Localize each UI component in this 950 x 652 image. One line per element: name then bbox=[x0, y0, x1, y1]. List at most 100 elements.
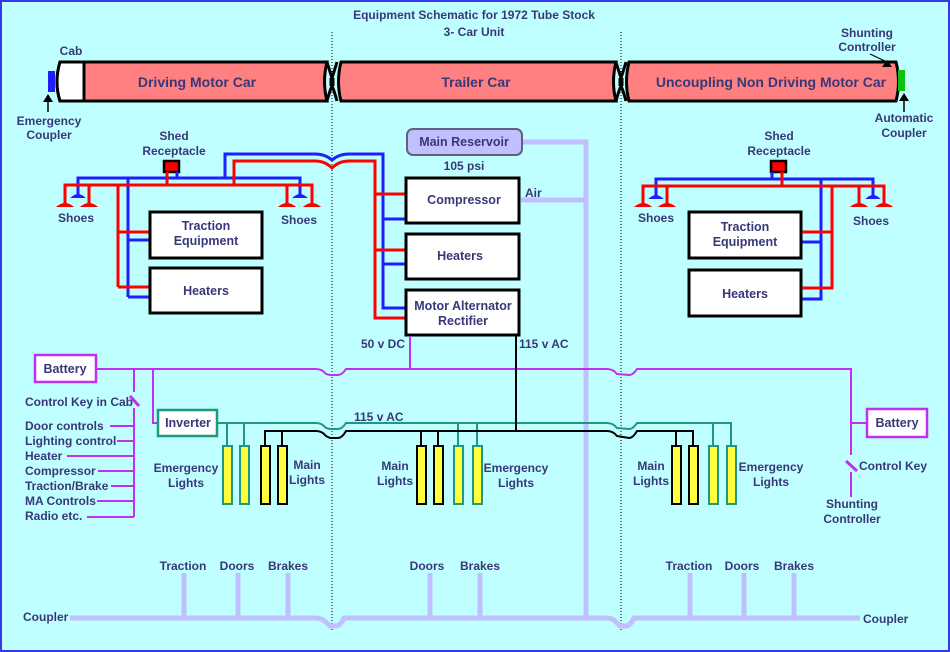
main-lighting-bus bbox=[264, 336, 694, 446]
main-lamp bbox=[277, 445, 288, 505]
air-tap-label: Doors bbox=[725, 559, 760, 573]
control-item: Door controls bbox=[25, 419, 104, 433]
motor-alternator-rectifier[interactable]: Motor Alternator Rectifier bbox=[404, 288, 521, 337]
shoe-icons-left bbox=[55, 194, 322, 207]
main-reservoir-label: Main Reservoir bbox=[419, 135, 509, 149]
cab bbox=[55, 60, 86, 103]
air-train-line bbox=[70, 573, 860, 629]
battery-left[interactable]: Battery bbox=[33, 353, 98, 384]
traction-equipment-left[interactable]: Traction Equipment bbox=[148, 210, 264, 260]
control-item: MA Controls bbox=[25, 494, 96, 508]
air-tap-label: Brakes bbox=[774, 559, 814, 573]
inverter[interactable]: Inverter bbox=[156, 408, 219, 438]
shoes-right-b-label: Shoes bbox=[853, 214, 889, 228]
air-tap-label: Traction bbox=[160, 559, 207, 573]
compressor[interactable]: Compressor bbox=[404, 176, 521, 225]
shoe-icons-right bbox=[633, 195, 894, 207]
shunting-controller-top-label-1: Shunting bbox=[841, 26, 893, 40]
battery-right-label: Battery bbox=[875, 416, 918, 430]
car-name-uncoupling: Uncoupling Non Driving Motor Car bbox=[656, 74, 887, 90]
ac-voltage-label-top: 115 v AC bbox=[519, 337, 569, 351]
main-lamp bbox=[433, 445, 444, 505]
train-cars: Driving Motor Car Trailer Car Uncoupling… bbox=[55, 60, 900, 103]
coupler-left-label: Coupler bbox=[23, 610, 69, 624]
air-pipe-main bbox=[521, 139, 589, 620]
emergency-coupler[interactable] bbox=[48, 71, 55, 92]
emergency-lights-right-label-2: Lights bbox=[753, 475, 789, 489]
air-tap-label: Traction bbox=[666, 559, 713, 573]
heaters-right[interactable]: Heaters bbox=[687, 268, 803, 318]
emergency-lights-mid-label-2: Lights bbox=[498, 476, 534, 490]
main-reservoir[interactable]: Main Reservoir bbox=[406, 128, 523, 156]
control-key-cab-label: Control Key in Cab bbox=[25, 395, 133, 409]
shed-receptacle-right-label-2: Receptacle bbox=[747, 144, 811, 158]
air-tap-label: Doors bbox=[410, 559, 445, 573]
emergency-lights-left-label-2: Lights bbox=[168, 476, 204, 490]
main-lights-right-label-1: Main bbox=[637, 459, 664, 473]
mar-label-2: Rectifier bbox=[438, 314, 488, 328]
heaters-trailer[interactable]: Heaters bbox=[404, 232, 521, 281]
control-item: Radio etc. bbox=[25, 509, 82, 523]
traction-equipment-right-label-2: Equipment bbox=[713, 235, 778, 249]
control-item: Lighting control bbox=[25, 434, 116, 448]
uncoupling-non-driving-motor-car[interactable]: Uncoupling Non Driving Motor Car bbox=[625, 60, 900, 103]
air-label: Air bbox=[525, 186, 542, 200]
shoes-left-a-label: Shoes bbox=[58, 211, 94, 225]
air-tap-label: Brakes bbox=[460, 559, 500, 573]
emergency-lamp bbox=[726, 445, 737, 505]
main-lights-mid-label-1: Main bbox=[381, 459, 408, 473]
main-lamp bbox=[260, 445, 271, 505]
air-tap-label: Doors bbox=[220, 559, 255, 573]
battery-right[interactable]: Battery bbox=[865, 407, 929, 439]
automatic-coupler-label-1: Automatic bbox=[875, 111, 934, 125]
shoes-right-a-label: Shoes bbox=[638, 211, 674, 225]
battery-left-label: Battery bbox=[43, 362, 86, 376]
dc-voltage-label: 50 v DC bbox=[361, 337, 405, 351]
mar-label-1: Motor Alternator bbox=[414, 299, 512, 313]
emergency-lamp bbox=[222, 445, 233, 505]
main-lamp bbox=[671, 445, 682, 505]
ac-voltage-label-bus: 115 v AC bbox=[354, 410, 404, 424]
main-lights-right-label-2: Lights bbox=[633, 474, 669, 488]
title-line1: Equipment Schematic for 1972 Tube Stock bbox=[353, 8, 595, 22]
control-items-list: Door controls Lighting control Heater Co… bbox=[25, 419, 116, 523]
main-lights-left-label-1: Main bbox=[293, 458, 320, 472]
shunting-controller-bottom-label-2: Controller bbox=[823, 512, 881, 526]
control-key-cab-switch-icon bbox=[128, 394, 141, 408]
driving-motor-car[interactable]: Driving Motor Car bbox=[55, 60, 329, 103]
coupler-right-label: Coupler bbox=[863, 612, 909, 626]
emergency-lights-mid-label-1: Emergency bbox=[484, 461, 549, 475]
shed-receptacle-right[interactable] bbox=[769, 159, 788, 174]
traction-equipment-right-label-1: Traction bbox=[721, 220, 770, 234]
heaters-left-label: Heaters bbox=[183, 284, 229, 298]
inter-car-coupling-1 bbox=[325, 61, 339, 102]
control-key-right-switch-icon bbox=[844, 459, 859, 473]
car-name-trailer: Trailer Car bbox=[441, 74, 511, 90]
traction-equipment-right[interactable]: Traction Equipment bbox=[687, 210, 803, 260]
heaters-trailer-label: Heaters bbox=[437, 249, 483, 263]
battery-circuit bbox=[67, 336, 867, 518]
trailer-car[interactable]: Trailer Car bbox=[337, 60, 618, 103]
shed-receptacle-left[interactable] bbox=[162, 159, 181, 174]
automatic-coupler[interactable] bbox=[898, 70, 905, 91]
main-lamp bbox=[688, 445, 699, 505]
emergency-coupler-arrow-icon bbox=[43, 94, 53, 112]
emergency-lights-left-label-1: Emergency bbox=[154, 461, 219, 475]
car-dividers bbox=[331, 32, 622, 632]
air-tap-label: Brakes bbox=[268, 559, 308, 573]
heaters-right-label: Heaters bbox=[722, 287, 768, 301]
emergency-lamp bbox=[708, 445, 719, 505]
emergency-lights-right-label-1: Emergency bbox=[739, 460, 804, 474]
shunting-controller-pointer-icon bbox=[869, 53, 892, 67]
inter-car-coupling-2 bbox=[614, 61, 628, 102]
reservoir-pressure: 105 psi bbox=[444, 159, 485, 173]
car-name-driving: Driving Motor Car bbox=[138, 74, 257, 90]
compressor-label: Compressor bbox=[427, 193, 501, 207]
emergency-lamp bbox=[472, 445, 483, 505]
heaters-left[interactable]: Heaters bbox=[148, 266, 264, 315]
automatic-coupler-arrow-icon bbox=[899, 93, 909, 112]
control-item: Traction/Brake bbox=[25, 479, 109, 493]
traction-equipment-left-label-1: Traction bbox=[182, 219, 231, 233]
